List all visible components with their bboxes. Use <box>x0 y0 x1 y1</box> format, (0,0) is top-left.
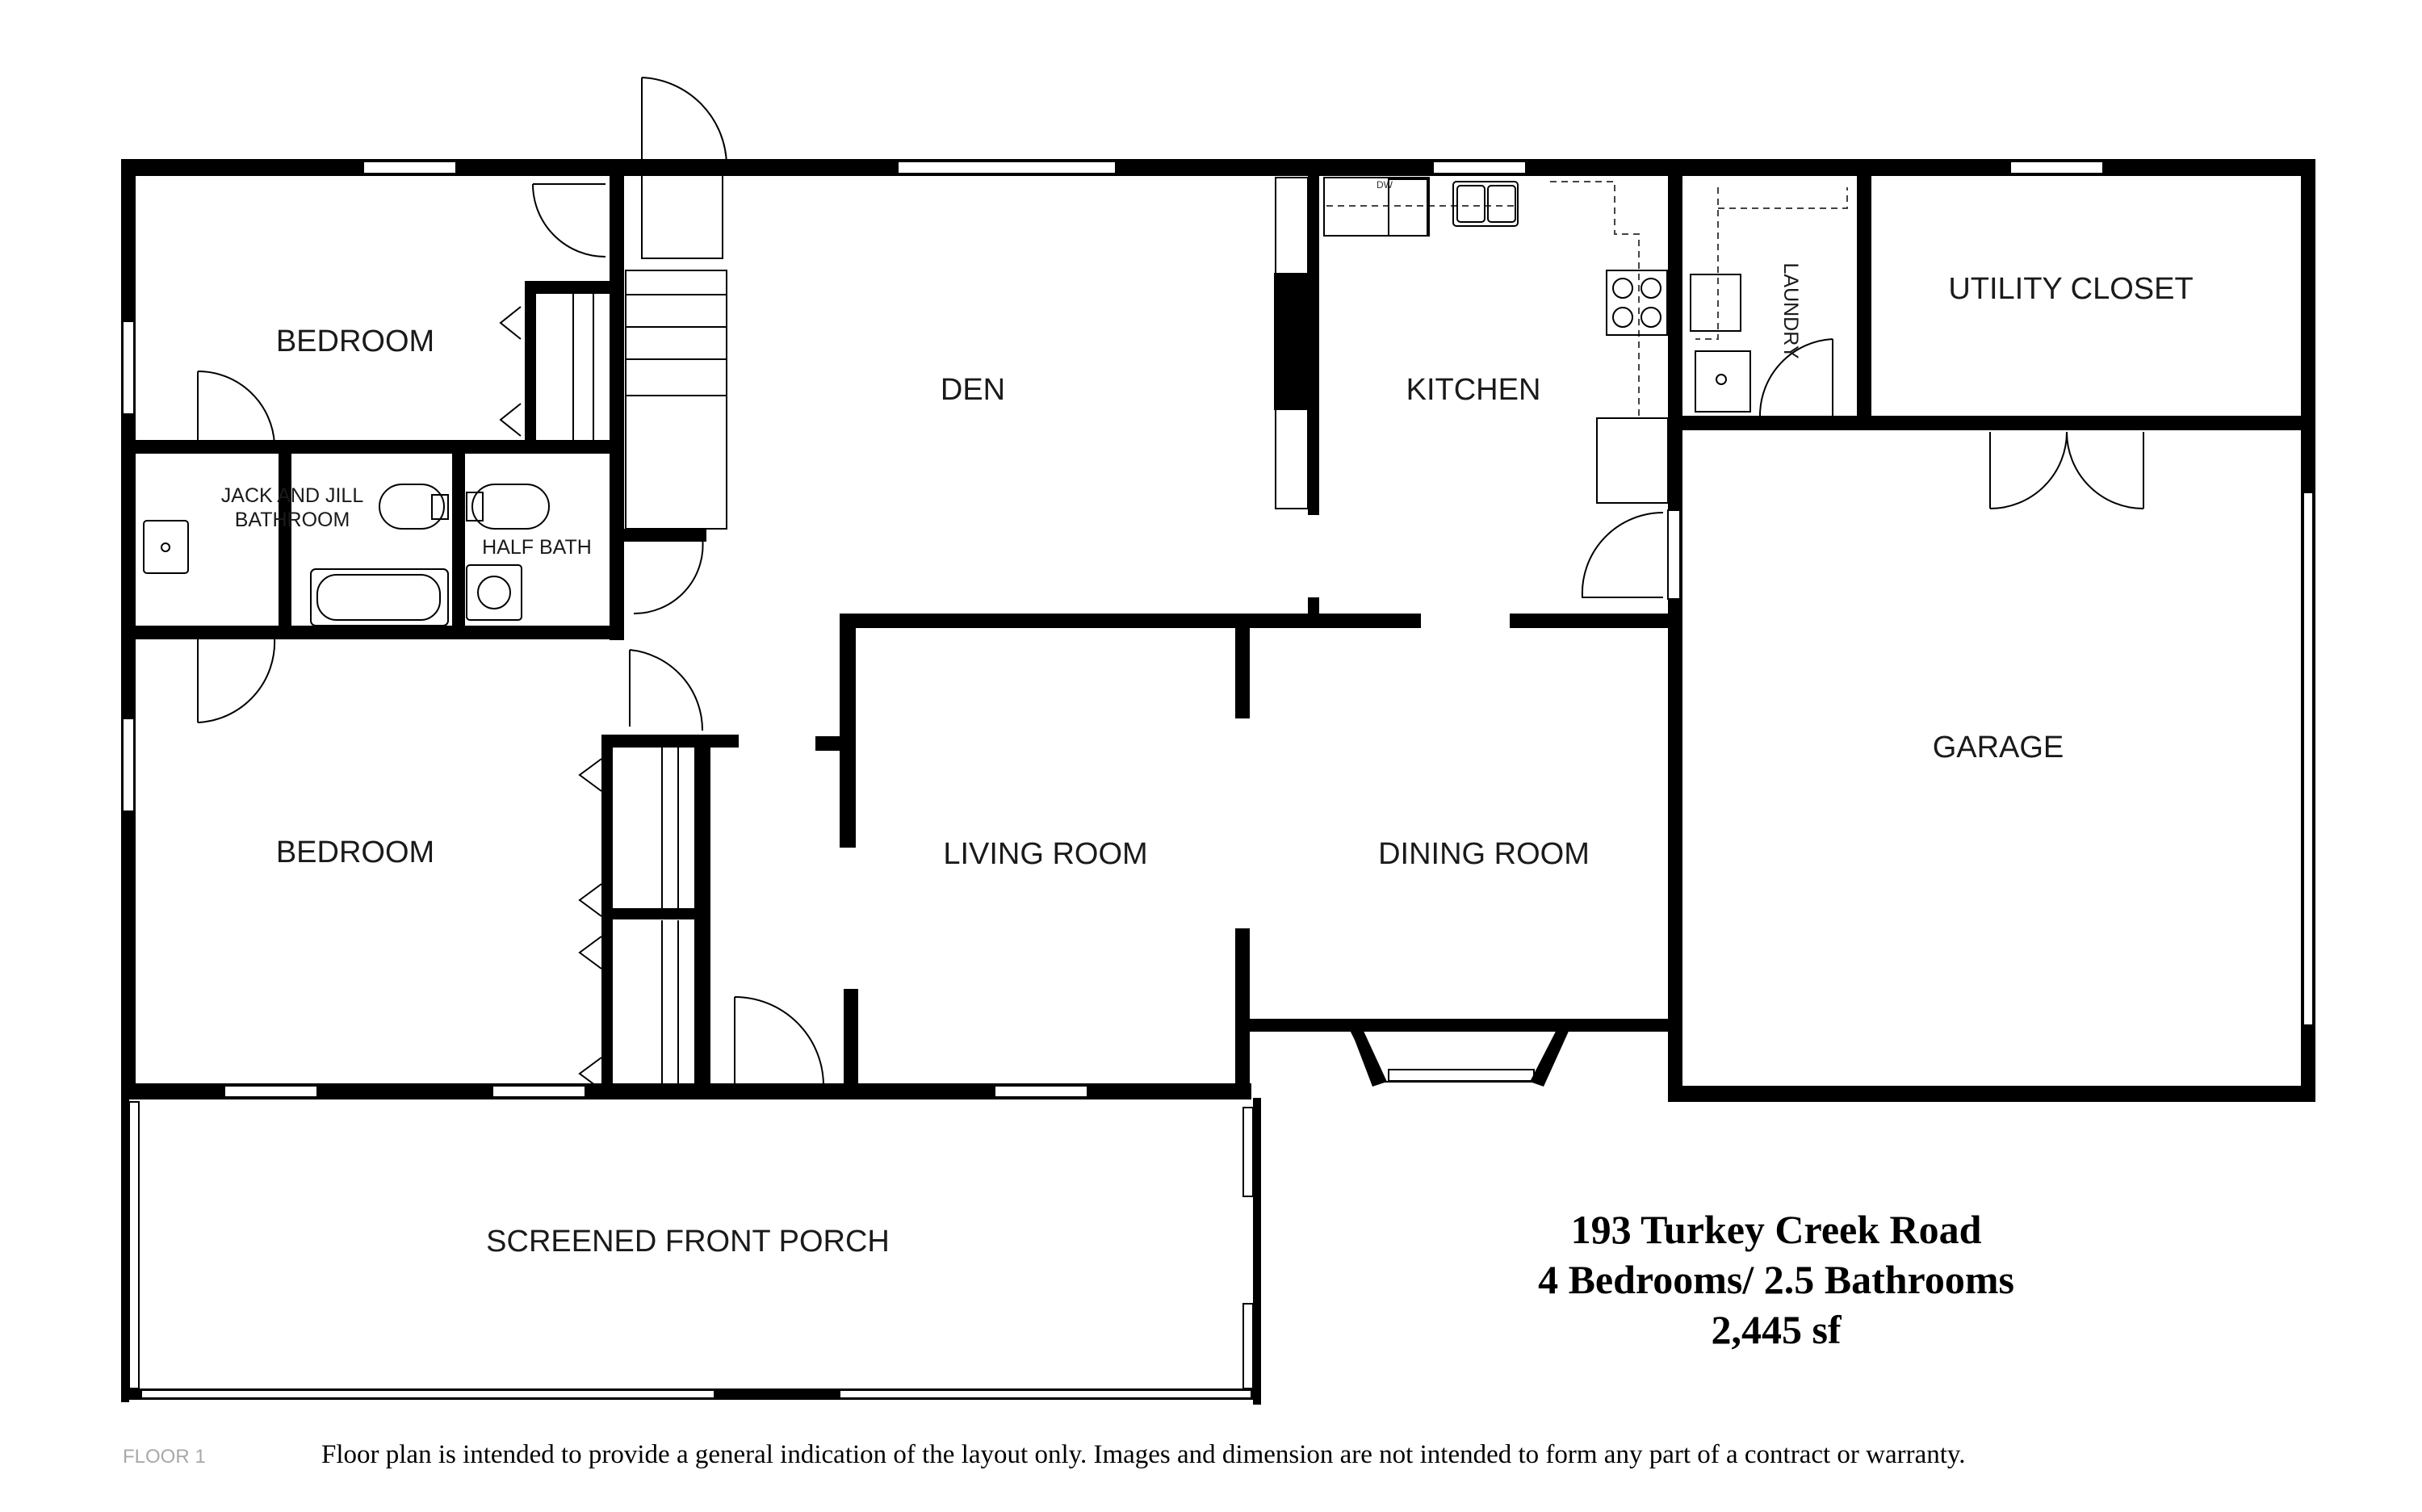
floor-tag: FLOOR 1 <box>123 1446 206 1468</box>
beds-baths-caption: 4 Bedrooms/ 2.5 Bathrooms <box>1538 1257 2014 1302</box>
porch-label: SCREENED FRONT PORCH <box>486 1225 890 1259</box>
utility-closet-label: UTILITY CLOSET <box>1948 272 2193 306</box>
bedroom-label-2: BEDROOM <box>276 836 434 869</box>
dining-room-label: DINING ROOM <box>1378 837 1590 871</box>
stairs <box>625 270 727 530</box>
address-caption: 193 Turkey Creek Road <box>1571 1207 1982 1252</box>
bedroom-label: BEDROOM <box>276 325 434 358</box>
half-bath-label: HALF BATH <box>482 536 592 559</box>
bathroom-fixtures <box>143 484 550 626</box>
den-label: DEN <box>941 373 1005 407</box>
garage-label: GARAGE <box>1933 731 2064 764</box>
jack-and-jill-label: JACK AND JILL <box>221 484 364 507</box>
windows <box>122 161 2314 1098</box>
porch-screens <box>121 1098 1261 1405</box>
living-room-label: LIVING ROOM <box>943 837 1147 871</box>
jack-and-jill-label-line2: BATHROOM <box>235 509 350 531</box>
dining-bay-window <box>1347 1019 1574 1087</box>
area-caption: 2,445 sf <box>1711 1307 1842 1352</box>
kitchen-fixtures <box>1275 177 1669 509</box>
kitchen-label: KITCHEN <box>1406 373 1541 407</box>
laundry-label: LAUNDRY <box>1779 262 1802 358</box>
disclaimer-text: Floor plan is intended to provide a gene… <box>321 1440 1966 1469</box>
laundry-fixtures <box>1690 187 1848 413</box>
interior-walls <box>121 176 2315 1102</box>
doors <box>197 77 2144 1087</box>
closets <box>499 294 679 1091</box>
dishwasher-label: DW <box>1377 179 1393 191</box>
